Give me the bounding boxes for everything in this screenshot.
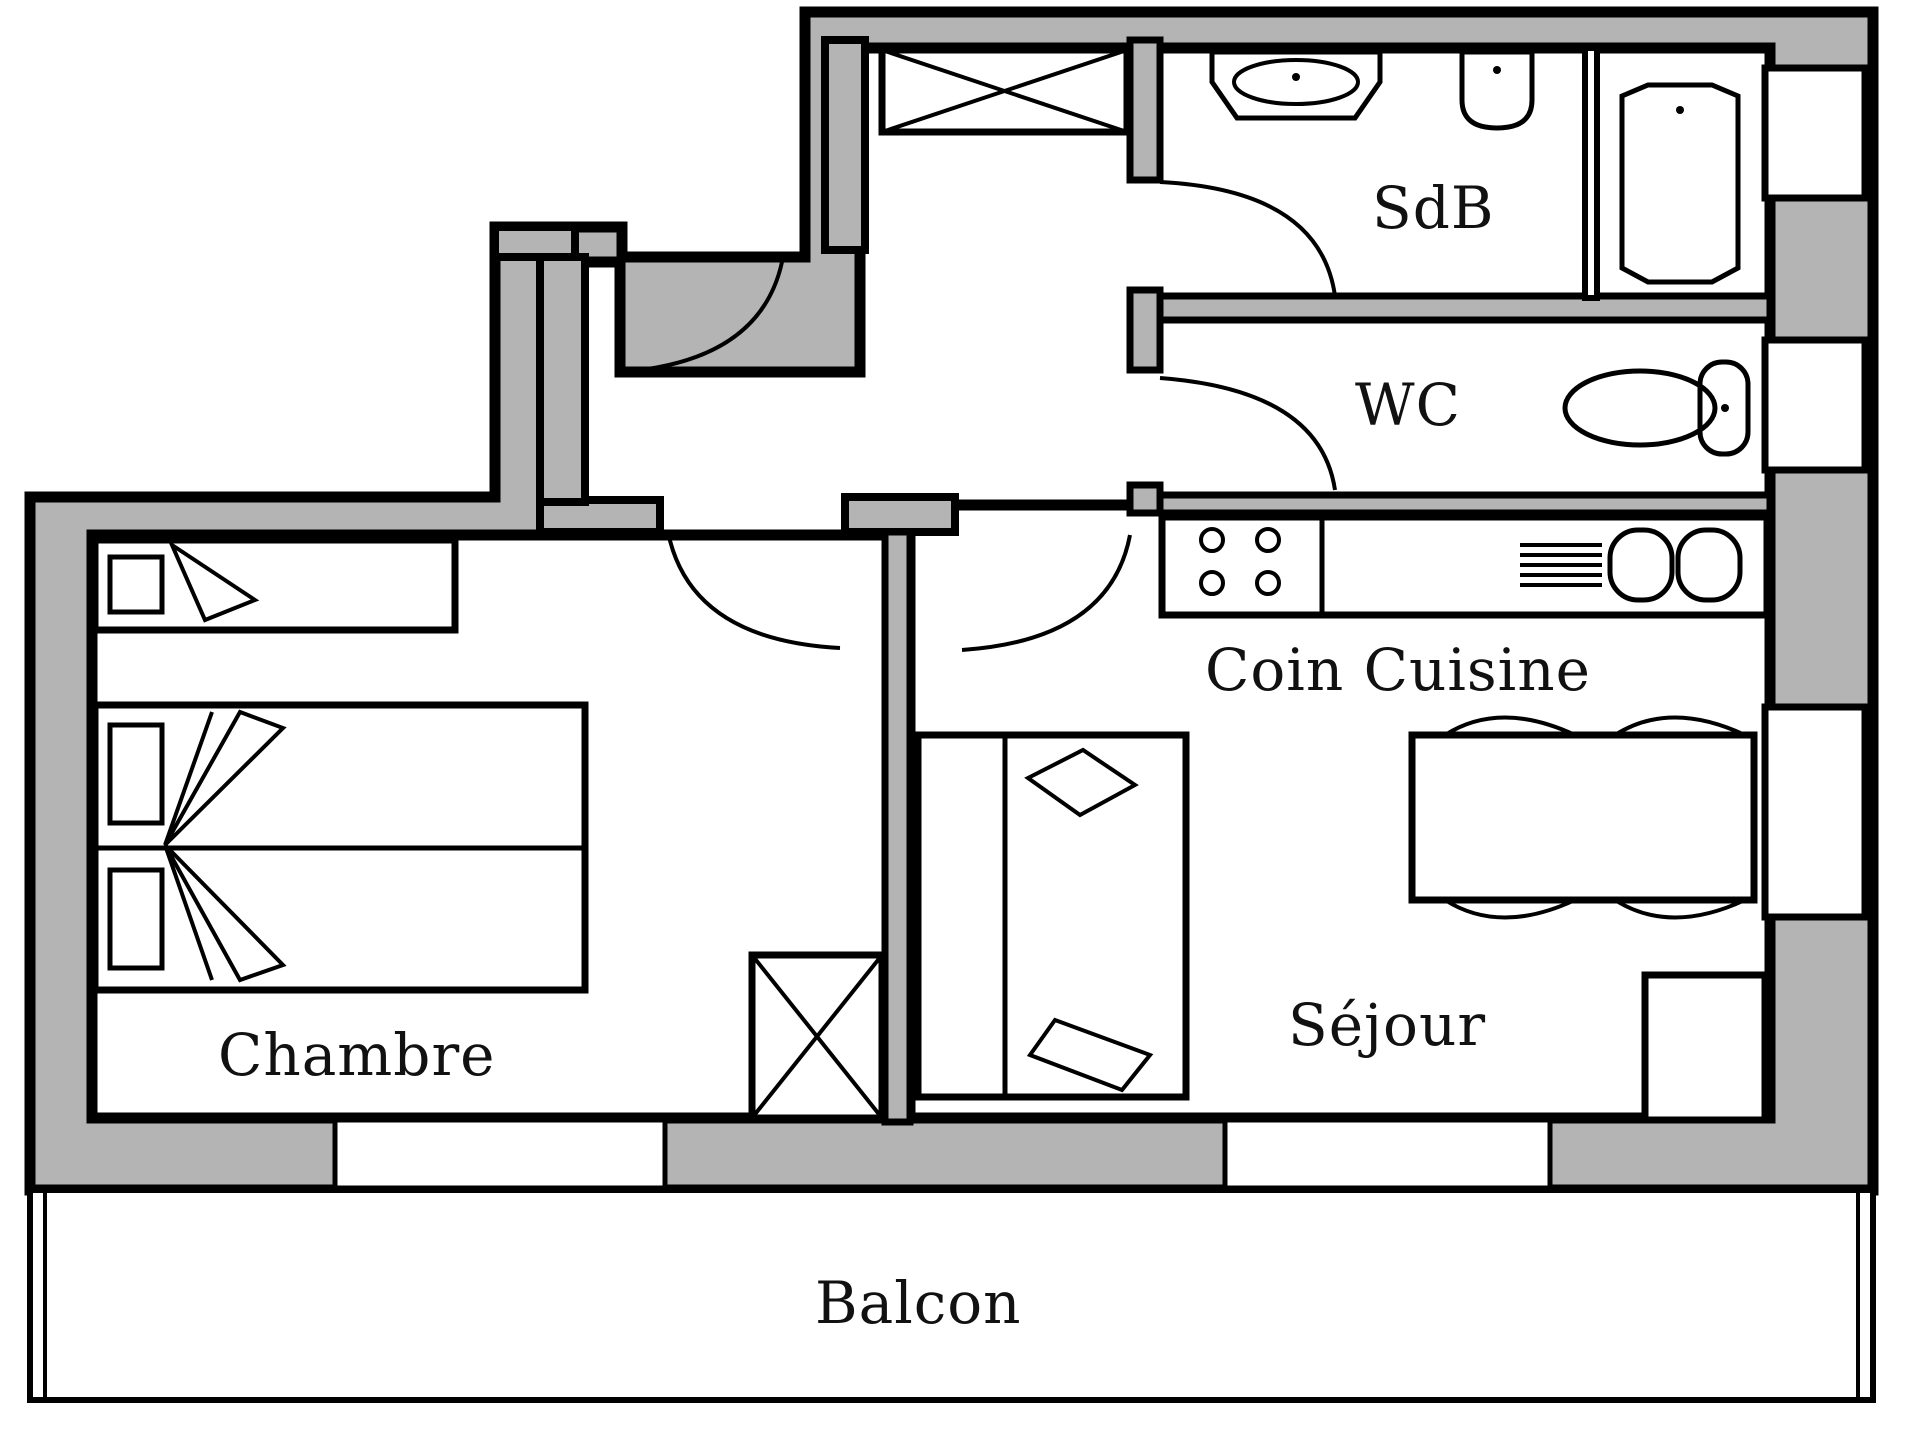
bedroom-furniture: [91, 536, 589, 994]
living-cabinet: [1641, 971, 1769, 1124]
label-balcony: Balcon: [815, 1269, 1022, 1337]
chair: [1613, 898, 1746, 920]
window-wc: [1761, 336, 1869, 474]
dining-table: [1408, 715, 1758, 920]
balcony-outline: [27, 1187, 1876, 1403]
windows-south: [332, 1115, 1553, 1191]
drainer-icon: [1520, 543, 1602, 587]
nightstand: [91, 536, 459, 634]
balcony: [27, 1187, 1876, 1403]
room-labels: SdB WC Coin Cuisine Chambre Séjour Balco…: [218, 174, 1591, 1337]
window-living-south: [1222, 1117, 1553, 1191]
kitchen-sink-icon: [1675, 527, 1743, 603]
chair: [1613, 715, 1746, 737]
label-kitchen: Coin Cuisine: [1205, 636, 1591, 704]
bathtub-icon: [1619, 82, 1741, 285]
label-bedroom: Chambre: [218, 1021, 496, 1089]
chair: [1443, 715, 1576, 737]
burner-icon: [1255, 570, 1281, 596]
label-sdb: SdB: [1372, 174, 1494, 242]
windows-east: [1761, 64, 1869, 921]
label-wc: WC: [1355, 371, 1461, 439]
pillow: [107, 867, 165, 971]
door-swings: [619, 180, 1337, 652]
kitchen-counter: [1158, 513, 1771, 619]
window-living: [1761, 703, 1869, 921]
burner-icon: [1199, 570, 1225, 596]
window-bedroom: [332, 1117, 668, 1191]
sofa: [914, 731, 1190, 1101]
window-sdb: [1761, 64, 1869, 202]
kitchen-sink-icon: [1607, 527, 1675, 603]
burner-icon: [1199, 527, 1225, 553]
chair: [1443, 898, 1576, 920]
burner-icon: [1255, 527, 1281, 553]
label-living: Séjour: [1288, 991, 1486, 1059]
toilet-icon: [1562, 359, 1751, 457]
sink-icon: [1209, 49, 1383, 121]
partitions: [491, 36, 1774, 1126]
bidet-icon: [1459, 49, 1535, 131]
hall-closet: [878, 46, 1131, 136]
bedroom-closet: [748, 951, 886, 1122]
pillow: [107, 722, 165, 826]
